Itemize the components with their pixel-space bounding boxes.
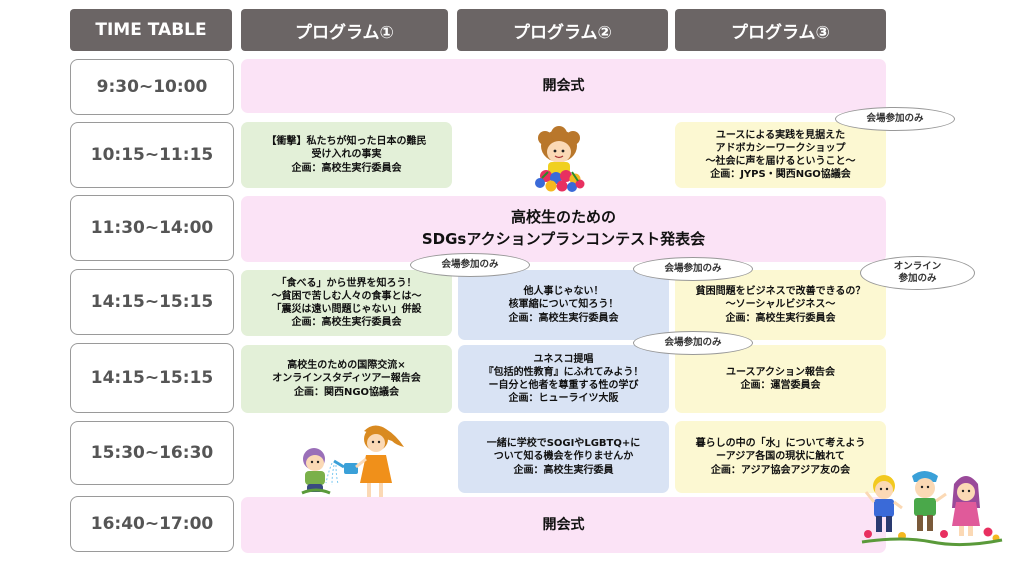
header-program-3: プログラム③	[675, 9, 886, 51]
session-line: 【衝撃】私たちが知った日本の難民	[266, 136, 427, 148]
venue-only-bubble: 会場参加のみ	[633, 331, 753, 355]
session-line: ～社会に声を届けるということ～	[705, 156, 856, 167]
session-line: 「食べる」から世界を知ろう！	[276, 277, 417, 289]
session-line: ～ソーシャルビジネス～	[725, 299, 836, 311]
contest-line: 高校生のための	[510, 208, 616, 227]
three-kids-illustration	[861, 471, 1003, 547]
bubble-text: 会場参加のみ	[441, 259, 499, 271]
session-organizer: 企画：高校生実行委員会	[291, 317, 402, 329]
venue-only-bubble: 会場参加のみ	[633, 257, 753, 281]
session-line: ～貧困で苦しむ人々の食事とは～	[271, 290, 422, 302]
bubble-text: 会場参加のみ	[866, 113, 924, 125]
session-line: 貧困問題をビジネスで改善できるの？	[695, 286, 866, 298]
session-study-tour-report: 高校生のための国際交流× オンラインスタディツアー報告会 企画：関西NGO協議会	[241, 345, 452, 413]
session-water-asia: 暮らしの中の「水」について考えよう ーアジア各国の現状に触れて 企画：アジア協会…	[675, 421, 886, 493]
time-slot-5: 14:15~15:15	[70, 343, 234, 413]
session-organizer: 企画：高校生実行委員会	[291, 162, 402, 174]
bubble-text: 会場参加のみ	[664, 337, 722, 349]
bubble-text: 参加のみ	[898, 273, 937, 284]
time-slot-4: 14:15~15:15	[70, 269, 234, 335]
contest-line: SDGsアクションプランコンテスト発表会	[421, 230, 706, 248]
venue-only-bubble: 会場参加のみ	[835, 107, 955, 131]
closing-ceremony: 開会式	[241, 497, 886, 553]
bubble-text: オンライン	[893, 261, 942, 273]
session-line: 暮らしの中の「水」について考えよう	[695, 438, 866, 450]
session-social-business: 貧困問題をビジネスで改善できるの？ ～ソーシャルビジネス～ 企画：高校生実行委員…	[675, 270, 886, 340]
venue-only-bubble: 会場参加のみ	[410, 253, 530, 277]
session-line: アドボカシーワークショップ	[715, 142, 846, 154]
session-sogi-lgbtq: 一緒に学校でSOGIやLGBTQ+に ついて知る機会を作りませんか 企画：高校生…	[458, 421, 669, 493]
session-refugee: 【衝撃】私たちが知った日本の難民 受け入れの事実 企画：高校生実行委員会	[241, 122, 452, 188]
session-line: 一緒に学校でSOGIやLGBTQ+に	[486, 438, 641, 450]
session-organizer: 企画：関西NGO協議会	[293, 386, 400, 398]
session-organizer: 企画：運営委員会	[740, 380, 821, 391]
session-food-world: 「食べる」から世界を知ろう！ ～貧困で苦しむ人々の食事とは～ 「震災は遠い問題じ…	[241, 270, 452, 336]
bubble-text: 会場参加のみ	[664, 263, 722, 275]
online-only-bubble: オンライン 参加のみ	[860, 256, 975, 290]
time-slot-2: 10:15~11:15	[70, 122, 234, 188]
header-program-2: プログラム②	[457, 9, 668, 51]
header-program-1: プログラム①	[241, 9, 448, 51]
session-line: ユネスコ提唱	[533, 353, 594, 365]
opening-label: 開会式	[542, 77, 585, 94]
session-organizer: 企画：アジア協会アジア友の会	[710, 464, 851, 476]
session-youth-action-report: ユースアクション報告会 企画：運営委員会	[675, 345, 886, 413]
session-line: ーアジア各国の現状に触れて	[716, 451, 845, 463]
session-nuclear-disarmament: 他人事じゃない！ 核軍縮について知ろう！ 企画：高校生実行委員会	[458, 270, 669, 340]
time-slot-6: 15:30~16:30	[70, 421, 234, 485]
session-line: ついて知る機会を作りませんか	[493, 451, 634, 463]
time-slot-3: 11:30~14:00	[70, 195, 234, 261]
session-line: ー自分と他者を尊重する性の学び	[488, 380, 639, 391]
session-organizer: 企画：高校生実行委員	[513, 464, 614, 476]
closing-label: 開会式	[542, 516, 585, 533]
flower-holding-kid-illustration	[535, 126, 585, 192]
session-organizer: 企画：高校生実行委員会	[508, 312, 619, 324]
opening-ceremony: 開会式	[241, 59, 886, 113]
session-advocacy-workshop: ユースによる実践を見据えた アドボカシーワークショップ ～社会に声を届けるという…	[675, 122, 886, 188]
watering-kids-illustration	[301, 425, 404, 497]
session-line: 他人事じゃない！	[523, 286, 604, 298]
session-line: 受け入れの事実	[311, 149, 382, 161]
session-organizer: 企画：ヒューライツ大阪	[508, 393, 619, 405]
session-line: 核軍縮について知ろう！	[508, 299, 619, 311]
session-line: 『包括的性教育』にふれてみよう！	[483, 366, 644, 378]
session-line: ユースによる実践を見据えた	[715, 129, 846, 141]
session-line: 高校生のための国際交流×	[287, 360, 406, 372]
session-organizer: 企画：JYPS・関西NGO協議会	[710, 169, 851, 181]
session-line: オンラインスタディツアー報告会	[272, 373, 421, 385]
time-slot-1: 9:30~10:00	[70, 59, 234, 115]
session-line: ユースアクション報告会	[726, 366, 835, 378]
time-slot-7: 16:40~17:00	[70, 496, 234, 552]
session-line: 「震災は遠い問題じゃない」併設	[271, 304, 422, 315]
session-sexuality-education: ユネスコ提唱 『包括的性教育』にふれてみよう！ ー自分と他者を尊重する性の学び …	[458, 345, 669, 413]
sdgs-contest: 高校生のための SDGsアクションプランコンテスト発表会	[241, 196, 886, 262]
header-time-table: TIME TABLE	[70, 9, 232, 51]
session-organizer: 企画：高校生実行委員会	[725, 312, 836, 324]
